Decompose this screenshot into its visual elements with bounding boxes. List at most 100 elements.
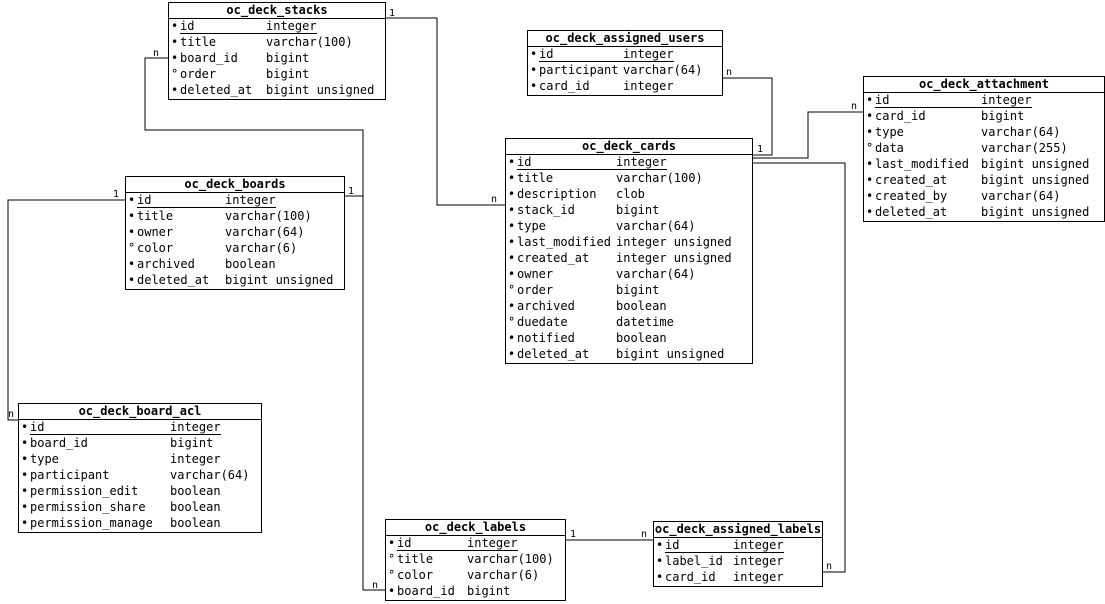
field-type: datetime xyxy=(616,315,674,329)
notnull-dot-icon: • xyxy=(508,347,516,361)
notnull-dot-icon: • xyxy=(508,267,516,281)
notnull-dot-icon: • xyxy=(866,157,874,171)
notnull-dot-icon: • xyxy=(171,19,179,33)
field-name: color xyxy=(137,241,174,255)
field-type: integer xyxy=(733,570,784,584)
field-name: type xyxy=(517,219,546,233)
field-name: duedate xyxy=(517,315,568,329)
field-type: integer xyxy=(623,47,674,61)
field-type: varchar(100) xyxy=(616,171,703,185)
field-type: bigint unsigned xyxy=(266,83,375,97)
cardinality-label: n xyxy=(372,580,378,591)
notnull-dot-icon: • xyxy=(656,554,664,568)
field-type: bigint xyxy=(981,109,1025,123)
field-type: bigint xyxy=(266,67,310,81)
field-name: archived xyxy=(517,299,575,313)
notnull-dot-icon: • xyxy=(388,536,396,550)
field-type: boolean xyxy=(616,299,667,313)
field-row-archived: •archived boolean xyxy=(506,299,752,315)
field-name: deleted_at xyxy=(180,83,253,97)
cardinality-label: 1 xyxy=(570,529,576,540)
table-title: oc_deck_cards xyxy=(506,139,752,155)
notnull-dot-icon: • xyxy=(128,257,136,271)
notnull-dot-icon: • xyxy=(508,299,516,313)
table-title: oc_deck_labels xyxy=(386,520,565,536)
field-type: integer xyxy=(733,538,784,552)
field-type: varchar(6) xyxy=(225,241,298,255)
notnull-dot-icon: • xyxy=(508,171,516,185)
notnull-dot-icon: • xyxy=(128,193,136,207)
field-type: bigint xyxy=(266,51,310,65)
notnull-dot-icon: • xyxy=(21,516,29,530)
notnull-dot-icon: • xyxy=(508,155,516,169)
notnull-dot-icon: • xyxy=(530,63,538,77)
field-type: integer xyxy=(616,155,667,169)
connector-oc_deck_cards-to-oc_deck_assigned_labels xyxy=(753,162,846,573)
notnull-dot-icon: • xyxy=(21,420,29,434)
nullable-circle-icon: ° xyxy=(171,67,179,81)
field-name: created_at xyxy=(875,173,948,187)
field-type: varchar(64) xyxy=(225,225,305,239)
primary-key-underline: id integer xyxy=(517,155,667,170)
field-type: integer unsigned xyxy=(616,235,732,249)
field-type: bigint unsigned xyxy=(616,347,725,361)
field-name: type xyxy=(875,125,904,139)
field-type: integer xyxy=(225,193,276,207)
notnull-dot-icon: • xyxy=(508,219,516,233)
cardinality-label: 1 xyxy=(113,189,119,200)
cardinality-label: n xyxy=(153,48,159,59)
field-type: varchar(255) xyxy=(981,141,1068,155)
notnull-dot-icon: • xyxy=(21,468,29,482)
notnull-dot-icon: • xyxy=(866,109,874,123)
field-name: permission_edit xyxy=(30,484,139,498)
notnull-dot-icon: • xyxy=(128,225,136,239)
field-name: last_modified xyxy=(875,157,969,171)
field-name: id xyxy=(517,155,532,169)
nullable-circle-icon: ° xyxy=(388,568,396,582)
notnull-dot-icon: • xyxy=(508,235,516,249)
notnull-dot-icon: • xyxy=(530,47,538,61)
